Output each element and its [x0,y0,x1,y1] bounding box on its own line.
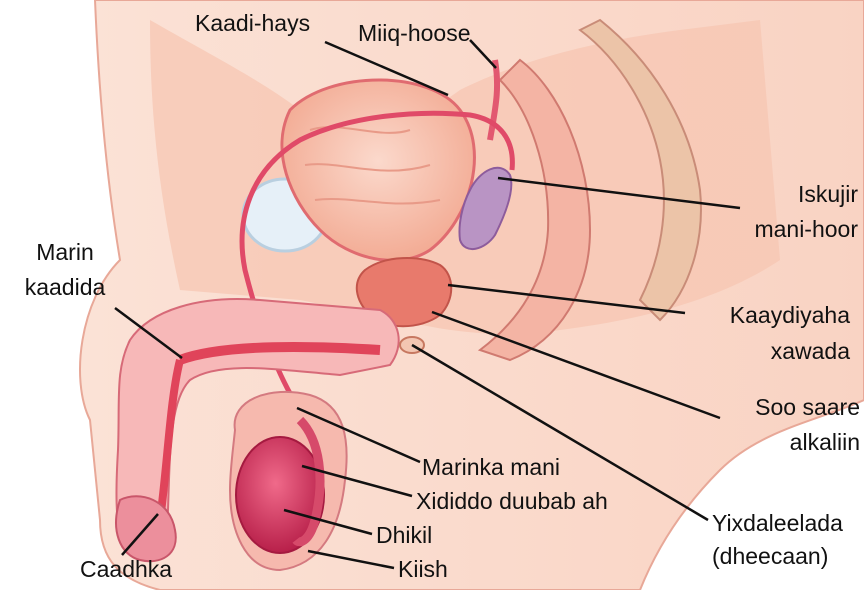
label-prostate-line1: Kaaydiyaha [690,302,850,329]
label-alkaline: Soo saare alkaliin [720,394,860,456]
label-alkaline-line2: alkaliin [720,429,860,456]
label-prostate-line2: xawada [690,338,850,365]
label-testis: Dhikil [376,522,432,549]
label-seminal-vesicle-line2: mani-hoor [738,216,858,243]
label-bulbourethral-line2: (dheecaan) [712,543,860,570]
label-bulbourethral: Yixdaleelada (dheecaan) [712,510,860,570]
label-caadhka: Caadhka [80,556,172,583]
label-bladder: Kaadi-hays [195,10,310,37]
label-epididymis: Xididdo duubab ah [416,488,608,515]
label-alkaline-line1: Soo saare [720,394,860,421]
label-urethra-line1: Marin [10,239,120,266]
label-ureter: Miiq-hoose [358,20,471,47]
label-bulbourethral-line1: Yixdaleelada [712,510,860,537]
label-scrotum: Kiish [398,556,448,583]
label-urethra-line2: kaadida [10,274,120,301]
label-prostate: Kaaydiyaha xawada [690,302,850,365]
label-vas-deferens: Marinka mani [422,454,560,481]
label-urethra: Marin kaadida [10,239,120,301]
label-seminal-vesicle-line1: Iskujir [738,181,858,208]
label-seminal-vesicle: Iskujir mani-hoor [738,181,858,243]
